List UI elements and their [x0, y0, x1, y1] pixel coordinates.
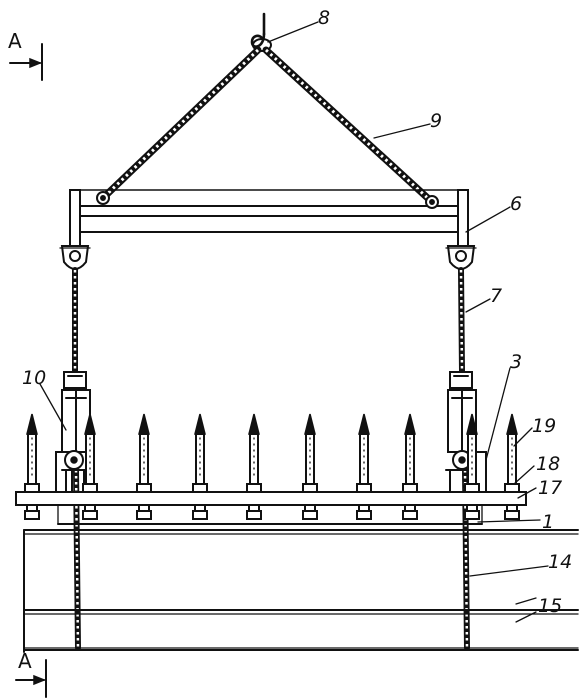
shackle-right: [445, 245, 477, 270]
under-nut: [82, 504, 98, 520]
under-nut: [302, 504, 318, 520]
anchor-bolt: [402, 413, 418, 493]
bolt-nut: [356, 483, 372, 493]
callout-14: 14: [548, 551, 572, 573]
section-mark-top: A: [8, 29, 43, 81]
bolt-nut: [402, 483, 418, 493]
anchor-bolt: [192, 413, 208, 493]
anchor-bolt: [356, 413, 372, 493]
bolt-nut: [302, 483, 318, 493]
under-nut: [246, 504, 262, 520]
foundation-block: [23, 529, 579, 653]
callout-1: 1: [542, 511, 554, 533]
callout-15: 15: [538, 595, 562, 617]
shackle-left: [59, 245, 91, 270]
plate-underside-nuts: [24, 504, 520, 520]
callout-7: 7: [490, 285, 502, 307]
anchor-bolts: [24, 413, 520, 493]
callout-9: 9: [430, 110, 442, 132]
bolt-nut: [24, 483, 40, 493]
section-mark-top-label: A: [8, 29, 22, 53]
callout-10: 10: [22, 367, 46, 389]
under-nut: [136, 504, 152, 520]
callout-6: 6: [510, 193, 522, 215]
crane-hook: [250, 12, 272, 52]
under-nut: [464, 504, 480, 520]
anchor-bolt: [82, 413, 98, 493]
template-plate: [15, 491, 527, 525]
callout-17: 17: [538, 477, 562, 499]
bolt-nut: [504, 483, 520, 493]
callout-labels: 8 9 6 7 3 10 19 18 17 1 14 15: [22, 7, 572, 617]
callout-18: 18: [536, 453, 560, 475]
bolt-nut: [192, 483, 208, 493]
callout-8: 8: [318, 7, 330, 29]
under-nut: [402, 504, 418, 520]
gripper-right: [445, 371, 487, 493]
under-nut: [356, 504, 372, 520]
bolt-nut: [136, 483, 152, 493]
anchor-bolt: [246, 413, 262, 493]
section-mark-bottom: A: [15, 649, 47, 698]
section-mark-bottom-label: A: [18, 649, 32, 673]
callout-19: 19: [532, 415, 556, 437]
anchor-bolt: [136, 413, 152, 493]
bolt-nut: [246, 483, 262, 493]
bolt-nut: [82, 483, 98, 493]
anchor-bolt: [504, 413, 520, 493]
callout-3: 3: [510, 351, 522, 373]
under-nut: [192, 504, 208, 520]
leader-lines: [39, 21, 549, 623]
under-nut: [24, 504, 40, 520]
sling-rope: [99, 46, 436, 206]
anchor-bolt: [302, 413, 318, 493]
anchor-bolt: [24, 413, 40, 493]
bolt-nut: [464, 483, 480, 493]
traverse-beam: [69, 189, 469, 247]
under-nut: [504, 504, 520, 520]
